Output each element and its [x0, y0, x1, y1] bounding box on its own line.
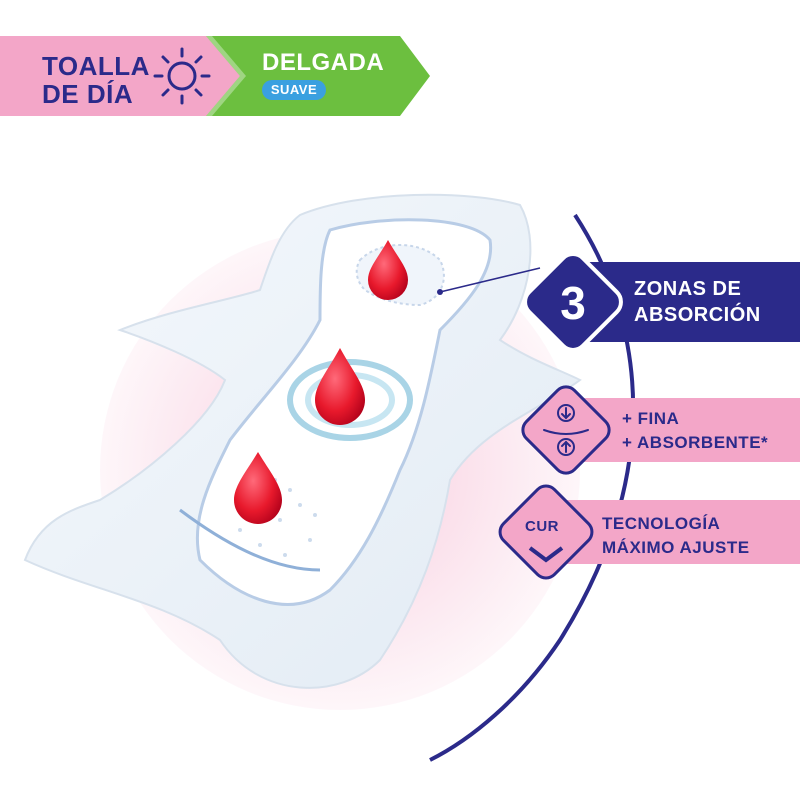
pointer-line — [439, 267, 541, 293]
thin-absorbent-arrows-icon — [521, 385, 611, 475]
feature-thin-line-1: + FINA — [622, 409, 680, 428]
number-three-badge — [523, 252, 623, 352]
banner-line-1: TOALLA — [42, 51, 150, 81]
feature-band-3 — [560, 500, 800, 564]
feature-zones-line-2: ABSORCIÓN — [634, 304, 761, 326]
top-banner — [0, 36, 430, 116]
feature-zones-text: ZONAS DE ABSORCIÓN — [634, 276, 761, 328]
banner-line-2: DE DÍA — [42, 79, 134, 109]
pad-channel — [179, 508, 321, 572]
blood-drop-icon — [315, 348, 365, 425]
cur-logo-text: CUR — [525, 518, 559, 535]
pointer-dot — [437, 289, 443, 295]
feature-thin-line-2: + ABSORBENTE* — [622, 433, 769, 452]
banner-type: DELGADA — [262, 49, 385, 76]
feature-band-2 — [575, 398, 800, 462]
feature-zones-line-1: ZONAS DE — [634, 278, 742, 300]
cur-check-icon — [528, 546, 564, 563]
feature-thin-text: + FINA + ABSORBENTE* — [622, 407, 768, 455]
zones-number: 3 — [560, 277, 586, 329]
arrow-icons — [543, 404, 589, 456]
banner-title: TOALLA DE DÍA — [42, 52, 162, 108]
suave-badge: SUAVE — [262, 80, 326, 100]
feature-tech-text: TECNOLOGÍA MÁXIMO AJUSTE — [602, 512, 750, 560]
sun-icon — [153, 47, 211, 105]
feature-tech-line-2: MÁXIMO AJUSTE — [602, 538, 750, 557]
banner-shape — [0, 36, 430, 116]
blood-drop-icon — [368, 240, 408, 300]
cur-technology-logo — [498, 484, 594, 580]
feature-tech-line-1: TECNOLOGÍA — [602, 514, 721, 533]
blood-drop-icon — [234, 452, 282, 524]
